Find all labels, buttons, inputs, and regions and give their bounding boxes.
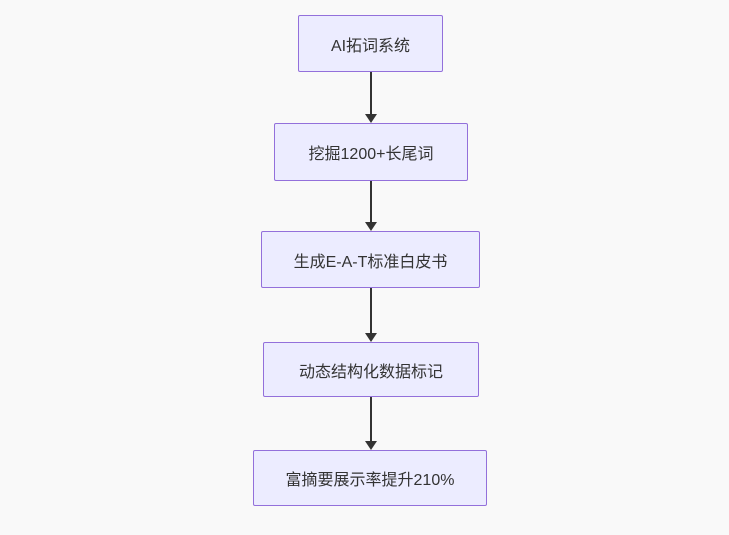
arrow-down-icon (364, 397, 377, 450)
arrow-line (369, 397, 372, 441)
node-label: 富摘要展示率提升210% (285, 472, 455, 489)
arrow-down-icon (364, 72, 377, 123)
arrow-line (369, 288, 372, 333)
arrow-down-icon (364, 181, 377, 231)
arrow-line (369, 181, 372, 222)
flowchart-node-longtail-keywords: 挖掘1200+长尾词 (274, 123, 468, 181)
arrow-line (369, 72, 372, 114)
arrow-down-icon (364, 288, 377, 342)
arrow-head-icon (364, 114, 377, 123)
flowchart-node-structured-data: 动态结构化数据标记 (263, 342, 479, 397)
node-label: AI拓词系统 (330, 37, 411, 55)
arrow-head-icon (364, 333, 377, 342)
node-label: 动态结构化数据标记 (298, 363, 443, 381)
flowchart-node-ai-system: AI拓词系统 (298, 15, 443, 72)
arrow-head-icon (364, 222, 377, 231)
arrow-head-icon (364, 441, 377, 450)
node-label: 生成E-A-T标准白皮书 (293, 253, 448, 271)
node-label: 挖掘1200+长尾词 (308, 146, 434, 163)
flowchart-node-eat-whitepaper: 生成E-A-T标准白皮书 (261, 231, 480, 288)
flowchart-node-rich-snippet-result: 富摘要展示率提升210% (253, 450, 487, 506)
